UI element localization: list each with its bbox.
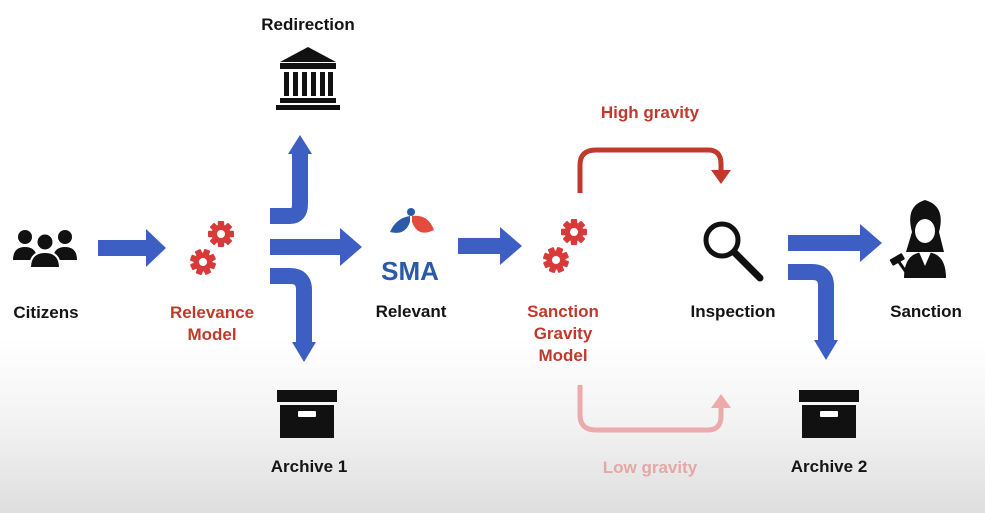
sanction-gravity-model-label: Sanction Gravity Model xyxy=(527,301,599,367)
relevance-model-line-1: Relevance xyxy=(169,303,255,322)
arrow-to-relevant xyxy=(270,228,362,266)
arrow-to-archive-1 xyxy=(270,268,316,362)
low-gravity-arrow xyxy=(577,385,731,433)
high-gravity-arrow xyxy=(577,147,731,193)
courthouse-icon xyxy=(276,47,340,110)
relevance-gears-icon xyxy=(186,221,234,279)
magnifier-icon xyxy=(703,221,764,282)
sanction-gravity-model-line-3: Model xyxy=(538,346,588,365)
arrow-to-archive-2 xyxy=(788,264,838,360)
people-group-icon xyxy=(13,230,77,269)
inspection-label: Inspection xyxy=(690,302,776,321)
low-gravity-label: Low gravity xyxy=(602,458,698,477)
relevance-model-label: Relevance Model xyxy=(170,302,254,346)
redirection-label: Redirection xyxy=(261,15,355,34)
judge-icon xyxy=(889,200,946,278)
archive-box-icon xyxy=(799,390,859,438)
sanction-gravity-model-line-2: Gravity xyxy=(533,324,593,343)
archive-box-icon xyxy=(277,390,337,438)
arrow-relevant-to-gravity xyxy=(458,227,522,265)
high-gravity-label: High gravity xyxy=(600,103,700,122)
sanction-gravity-model-line-1: Sanction xyxy=(527,302,599,321)
archive-2-label: Archive 2 xyxy=(790,457,868,476)
gravity-gears-icon xyxy=(539,219,587,277)
sma-logo-text: SMA xyxy=(381,256,439,286)
archive-1-label: Archive 1 xyxy=(270,457,348,476)
sma-logo: SMA xyxy=(381,208,439,286)
sanction-label: Sanction xyxy=(890,302,962,321)
arrow-inspection-to-sanction xyxy=(788,224,882,262)
arrow-to-redirection xyxy=(270,135,312,224)
relevance-model-line-2: Model xyxy=(187,325,237,344)
relevant-label: Relevant xyxy=(375,302,447,321)
citizens-label: Citizens xyxy=(13,303,79,322)
arrow-citizens-to-relevance xyxy=(98,229,166,267)
